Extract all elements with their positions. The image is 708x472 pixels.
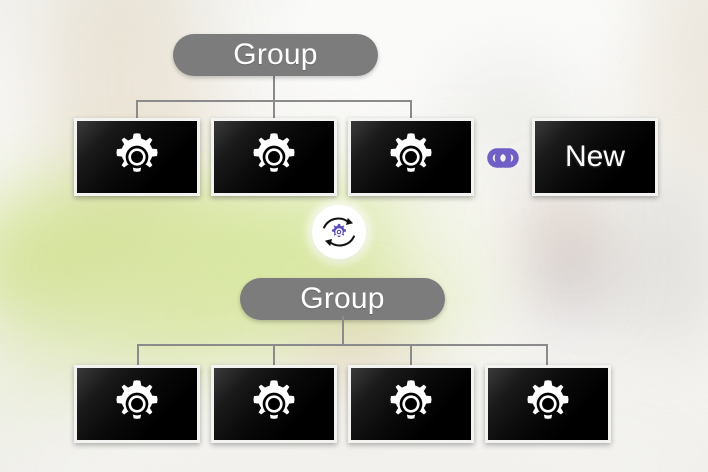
connector-bottom-stem — [342, 316, 344, 346]
screen-node-bottom-4[interactable] — [485, 365, 611, 443]
screen-node-top-2[interactable] — [211, 118, 337, 196]
connector-bottom-drop-1 — [137, 344, 139, 366]
connector-top-stem — [273, 72, 275, 102]
gear-icon — [527, 380, 569, 419]
screen-node-new-label: New — [564, 140, 625, 173]
sync-gear-icon[interactable] — [312, 205, 366, 259]
group-pill-top[interactable]: Group — [173, 34, 378, 76]
connector-bottom-drop-2 — [273, 344, 275, 366]
gear-icon — [390, 380, 432, 419]
screen-node-top-3[interactable] — [348, 118, 474, 196]
group-pill-top-label: Group — [233, 38, 318, 71]
connector-bottom-drop-3 — [410, 344, 412, 366]
screen-node-bottom-3[interactable] — [348, 365, 474, 443]
gear-icon — [116, 380, 158, 419]
link-icon[interactable] — [482, 143, 524, 173]
connector-top-drop-2 — [273, 100, 275, 120]
group-pill-bottom[interactable]: Group — [240, 278, 445, 320]
gear-icon — [116, 133, 158, 172]
connector-top-drop-3 — [410, 100, 412, 120]
group-pill-bottom-label: Group — [300, 282, 385, 315]
gear-icon — [253, 133, 295, 172]
gear-icon — [253, 380, 295, 419]
screen-node-bottom-2[interactable] — [211, 365, 337, 443]
gear-icon — [390, 133, 432, 172]
connector-top-drop-1 — [136, 100, 138, 120]
connector-bottom-bus — [137, 344, 547, 346]
screen-node-bottom-1[interactable] — [74, 365, 200, 443]
screen-node-top-1[interactable] — [74, 118, 200, 196]
sync-arrows-icon — [323, 217, 355, 247]
connector-bottom-drop-4 — [546, 344, 548, 366]
screen-node-new[interactable]: New — [532, 118, 658, 196]
